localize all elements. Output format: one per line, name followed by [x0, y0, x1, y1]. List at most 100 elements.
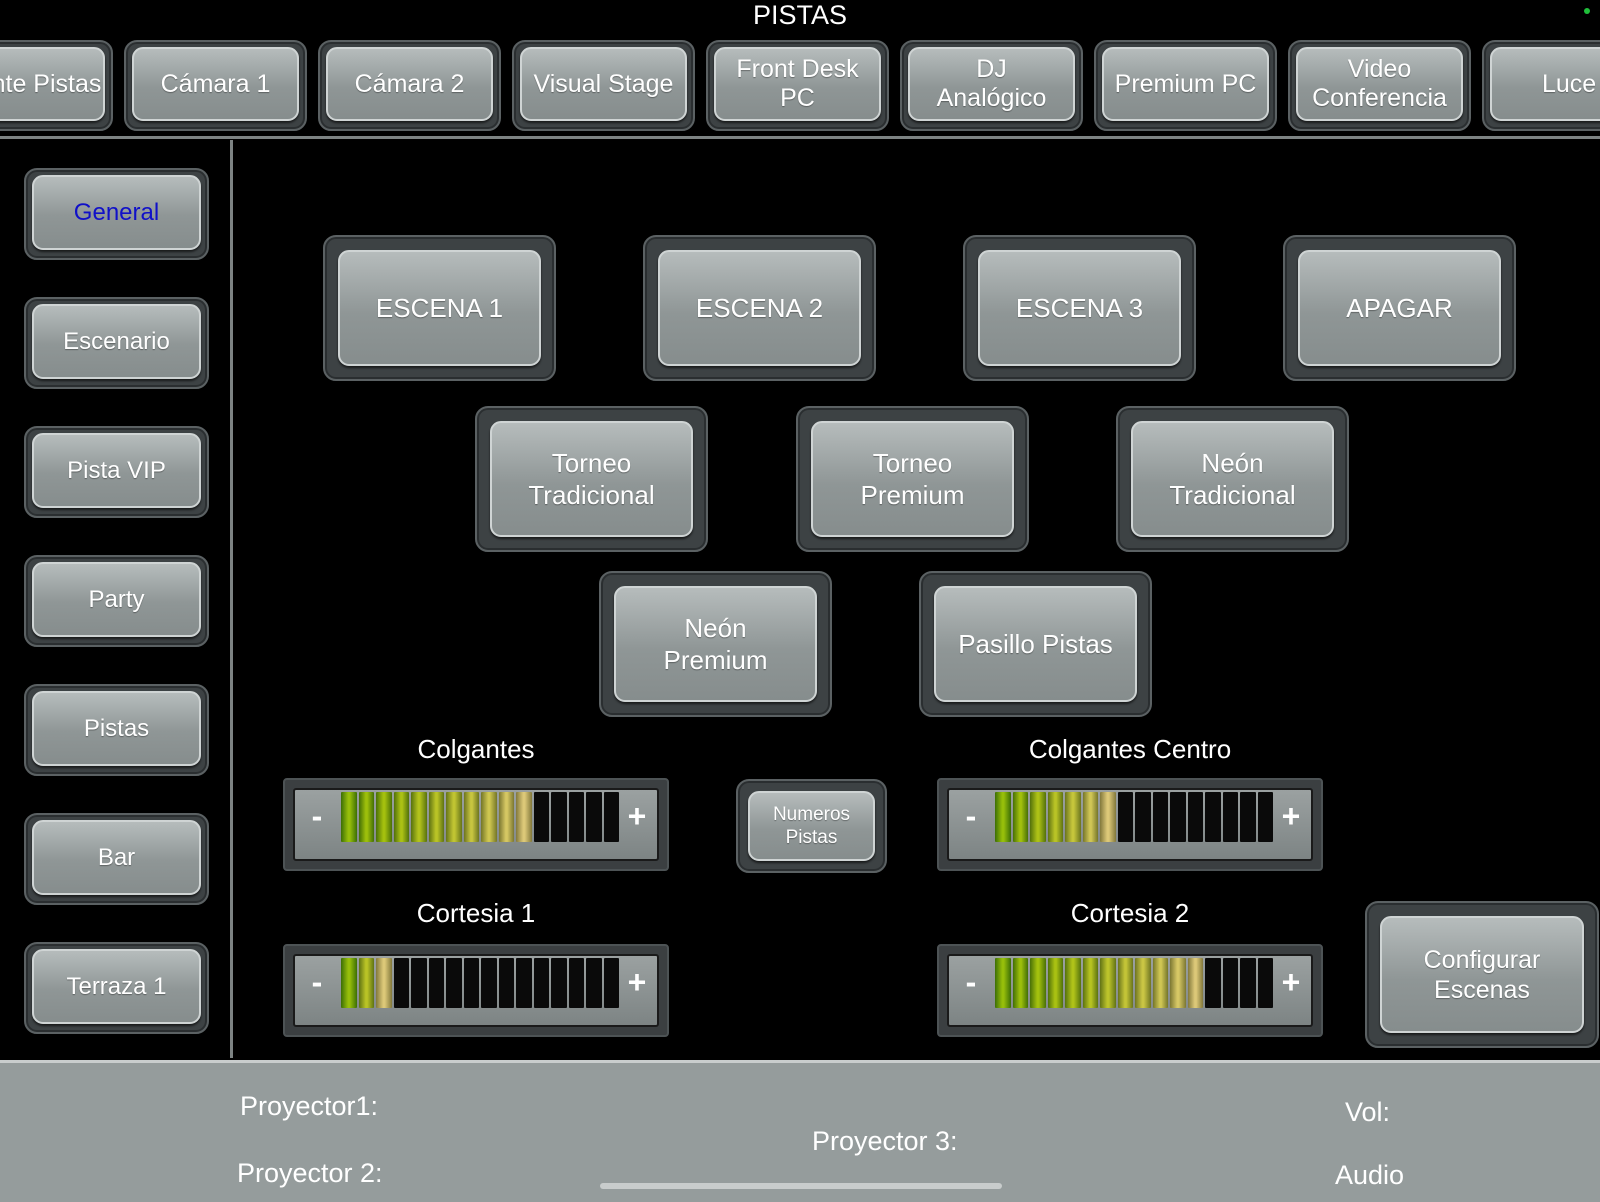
tab-luces[interactable]: Luce: [1482, 40, 1600, 131]
button-label: APAGAR: [1298, 250, 1501, 366]
tab-video-conferencia[interactable]: Video Conferencia: [1288, 40, 1471, 131]
level-segment: [1030, 792, 1046, 842]
tab-camara-1[interactable]: Cámara 1: [124, 40, 307, 131]
plus-icon[interactable]: +: [1281, 964, 1301, 1000]
level-segment: [1205, 792, 1221, 842]
level-segment: [393, 792, 409, 842]
torneo-premium-button[interactable]: Torneo Premium: [796, 406, 1029, 552]
sidebar-item-pistas[interactable]: Pistas: [24, 684, 209, 776]
tab-label: Video Conferencia: [1296, 47, 1463, 121]
numeros-pistas-button[interactable]: Numeros Pistas: [736, 779, 887, 873]
neon-premium-button[interactable]: Neón Premium: [599, 571, 832, 717]
sidebar-item-label: Bar: [32, 820, 201, 895]
tab-camara-2[interactable]: Cámara 2: [318, 40, 501, 131]
sidebar-item-label: Pistas: [32, 691, 201, 766]
audio-label[interactable]: Audio: [1335, 1160, 1405, 1190]
level-segment: [1012, 958, 1028, 1008]
escena-1-button[interactable]: ESCENA 1: [323, 235, 556, 381]
level-segment: [1117, 792, 1133, 842]
level-segment: [341, 958, 357, 1008]
proyector-1-label: Proyector1:: [240, 1091, 379, 1121]
sidebar-item-terraza-1[interactable]: Terraza 1: [24, 942, 209, 1034]
level-segment: [376, 792, 392, 842]
level-segment: [1135, 792, 1151, 842]
level-segment: [533, 792, 549, 842]
plus-icon[interactable]: +: [627, 964, 647, 1000]
sidebar-item-bar[interactable]: Bar: [24, 813, 209, 905]
status-indicator-icon: [1584, 8, 1590, 14]
level-segment: [428, 792, 444, 842]
button-label: Neón Tradicional: [1131, 421, 1334, 537]
sidebar-item-label: Terraza 1: [32, 949, 201, 1024]
colgantes-level-slider[interactable]: - +: [283, 778, 669, 871]
level-segment: [568, 792, 584, 842]
level-bars: [995, 958, 1273, 1008]
level-segment: [586, 792, 602, 842]
configurar-escenas-button[interactable]: Configurar Escenas: [1365, 901, 1599, 1048]
level-segment: [1240, 792, 1256, 842]
level-segment: [1170, 958, 1186, 1008]
minus-icon[interactable]: -: [965, 798, 977, 834]
tab-premium-pc[interactable]: Premium PC: [1094, 40, 1277, 131]
divider: [230, 140, 233, 1058]
cortesia-1-level-slider[interactable]: - +: [283, 944, 669, 1037]
level-segment: [1257, 958, 1273, 1008]
tab-label: Visual Stage: [520, 47, 687, 121]
level-bars: [995, 792, 1273, 842]
escena-2-button[interactable]: ESCENA 2: [643, 235, 876, 381]
sidebar-item-label: Party: [32, 562, 201, 637]
tab-ambiente-pistas[interactable]: nte Pistas: [0, 40, 113, 131]
level-segment: [1257, 792, 1273, 842]
level-segment: [1065, 958, 1081, 1008]
cortesia-2-level-slider[interactable]: - +: [937, 944, 1323, 1037]
home-indicator[interactable]: [600, 1183, 1002, 1189]
escena-3-button[interactable]: ESCENA 3: [963, 235, 1196, 381]
level-segment: [516, 792, 532, 842]
level-segment: [481, 792, 497, 842]
neon-tradicional-button[interactable]: Neón Tradicional: [1116, 406, 1349, 552]
button-label: Configurar Escenas: [1380, 916, 1584, 1033]
level-segment: [358, 958, 374, 1008]
sidebar-item-label: Pista VIP: [32, 433, 201, 508]
divider: [0, 136, 1600, 139]
tab-label: Front Desk PC: [714, 47, 881, 121]
level-segment: [1082, 958, 1098, 1008]
minus-icon[interactable]: -: [965, 964, 977, 1000]
level-segment: [358, 792, 374, 842]
level-segment: [376, 958, 392, 1008]
level-segment: [586, 958, 602, 1008]
sidebar-item-pista-vip[interactable]: Pista VIP: [24, 426, 209, 518]
tab-dj-analogico[interactable]: DJ Analógico: [900, 40, 1083, 131]
button-label: ESCENA 3: [978, 250, 1181, 366]
minus-icon[interactable]: -: [311, 798, 323, 834]
level-segment: [1117, 958, 1133, 1008]
apagar-button[interactable]: APAGAR: [1283, 235, 1516, 381]
level-segment: [1152, 792, 1168, 842]
tab-visual-stage[interactable]: Visual Stage: [512, 40, 695, 131]
page-title: PISTAS: [752, 0, 848, 30]
sidebar-item-general[interactable]: General: [24, 168, 209, 260]
level-segment: [393, 958, 409, 1008]
plus-icon[interactable]: +: [1281, 798, 1301, 834]
level-segment: [1100, 958, 1116, 1008]
pasillo-pistas-button[interactable]: Pasillo Pistas: [919, 571, 1152, 717]
button-label: Pasillo Pistas: [934, 586, 1137, 702]
button-label: Numeros Pistas: [748, 791, 875, 861]
tab-label: Premium PC: [1102, 47, 1269, 121]
torneo-tradicional-button[interactable]: Torneo Tradicional: [475, 406, 708, 552]
plus-icon[interactable]: +: [627, 798, 647, 834]
level-segment: [1170, 792, 1186, 842]
sidebar-item-party[interactable]: Party: [24, 555, 209, 647]
minus-icon[interactable]: -: [311, 964, 323, 1000]
level-segment: [995, 792, 1011, 842]
tab-front-desk-pc[interactable]: Front Desk PC: [706, 40, 889, 131]
tab-label: Cámara 1: [132, 47, 299, 121]
level-segment: [463, 792, 479, 842]
level-segment: [1152, 958, 1168, 1008]
level-segment: [1240, 958, 1256, 1008]
sidebar-item-escenario[interactable]: Escenario: [24, 297, 209, 389]
level-segment: [533, 958, 549, 1008]
colgantes-centro-level-slider[interactable]: - +: [937, 778, 1323, 871]
level-segment: [551, 792, 567, 842]
level-segment: [1135, 958, 1151, 1008]
